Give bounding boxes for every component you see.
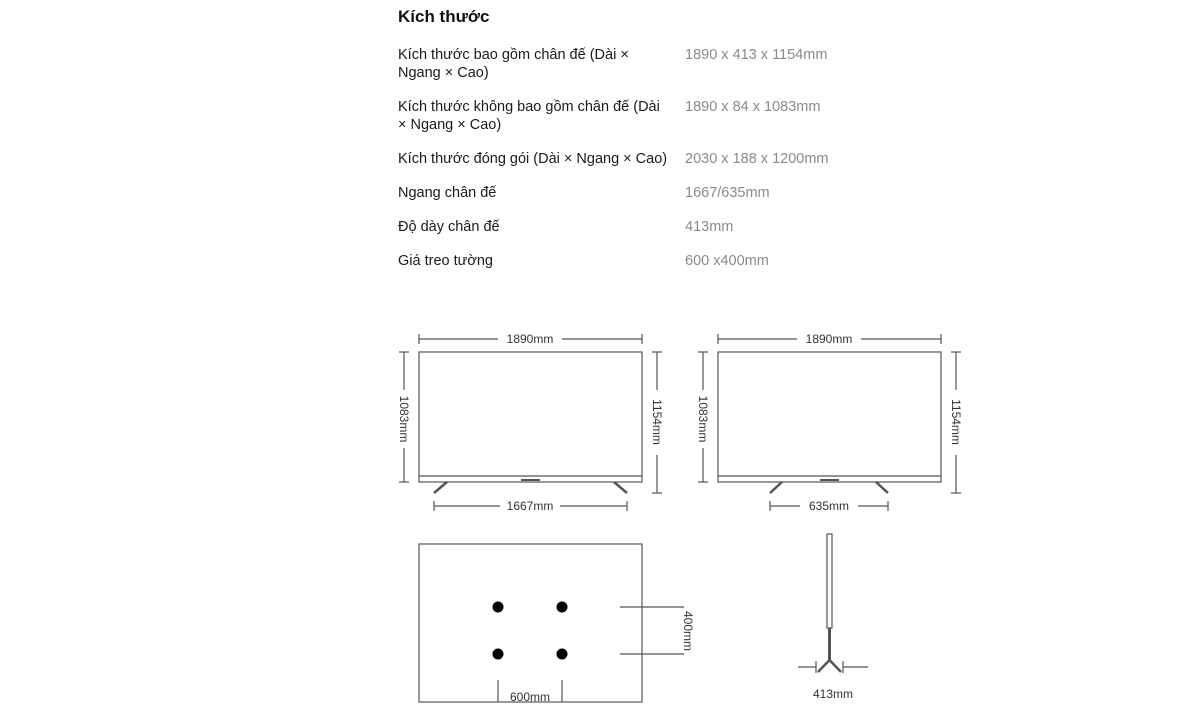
dim-label-stand-width: 635mm: [809, 499, 849, 513]
stand-leg-right: [828, 659, 842, 673]
dim-label-height-no-stand: 1083mm: [397, 396, 411, 443]
tv-screen-outline: [418, 351, 643, 483]
stand-foot-left: [769, 481, 783, 494]
spec-section: Kích thước Kích thước bao gồm chân đế (D…: [398, 6, 958, 270]
mount-hole: [492, 601, 504, 613]
dim-label-width: 1890mm: [507, 332, 554, 346]
spec-label: Độ dày chân đế: [398, 219, 500, 235]
stand-foot-right: [613, 481, 628, 494]
tv-back-outline: [418, 543, 643, 703]
spec-row-wall-mount: Giá treo tường 600 x400mm: [398, 252, 958, 270]
front-view-right: [698, 334, 961, 511]
dim-label-mount-vertical: 400mm: [681, 611, 695, 651]
back-view-wall-mount: [418, 543, 684, 703]
spec-row-size-without-stand: Kích thước không bao gồm chân đế (Dài × …: [398, 98, 958, 134]
dim-label-height-with-stand: 1154mm: [949, 399, 963, 445]
mount-hole: [556, 648, 568, 660]
dim-label-height-no-stand: 1083mm: [696, 396, 710, 443]
side-view: [798, 533, 868, 673]
spec-value: 2030 x 188 x 1200mm: [685, 151, 829, 167]
spec-row-stand-depth: Độ dày chân đế 413mm: [398, 218, 958, 236]
spec-label: Ngang chân đế: [398, 185, 497, 201]
spec-label: Kích thước bao gồm chân đế (Dài × Ngang …: [398, 47, 629, 81]
spec-row-size-with-stand: Kích thước bao gồm chân đế (Dài × Ngang …: [398, 46, 958, 82]
spec-row-package-size: Kích thước đóng gói (Dài × Ngang × Cao) …: [398, 150, 958, 168]
stand-leg-left: [817, 659, 831, 673]
spec-value: 1667/635mm: [685, 185, 770, 201]
spec-label: Kích thước không bao gồm chân đế (Dài × …: [398, 99, 660, 133]
spec-value: 413mm: [685, 219, 734, 235]
dim-label-depth: 413mm: [813, 687, 853, 701]
spec-label: Kích thước đóng gói (Dài × Ngang × Cao): [398, 151, 668, 167]
tv-screen-outline: [717, 351, 942, 483]
stand-foot-left: [433, 481, 448, 494]
spec-value: 1890 x 413 x 1154mm: [685, 47, 828, 63]
section-title: Kích thước: [398, 7, 490, 26]
dim-label-stand-width: 1667mm: [507, 499, 554, 513]
dim-label-mount-horizontal: 600mm: [510, 690, 550, 704]
front-view-left: [399, 334, 662, 511]
spec-label: Giá treo tường: [398, 253, 493, 269]
spec-value: 600 x400mm: [685, 253, 769, 269]
dim-label-height-with-stand: 1154mm: [650, 399, 664, 445]
mount-hole: [556, 601, 568, 613]
spec-value: 1890 x 84 x 1083mm: [685, 99, 821, 115]
stand-foot-right: [875, 481, 889, 494]
dim-label-width: 1890mm: [806, 332, 853, 346]
spec-row-stand-width: Ngang chân đế 1667/635mm: [398, 184, 958, 202]
tv-side-profile: [826, 533, 833, 629]
mount-hole: [492, 648, 504, 660]
